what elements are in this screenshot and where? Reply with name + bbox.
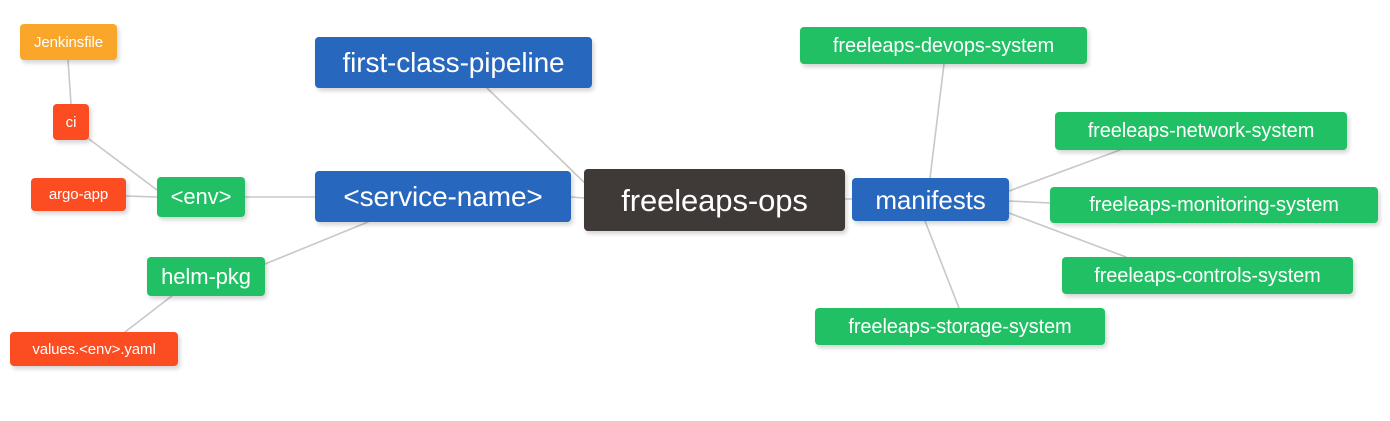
node-label: freeleaps-devops-system — [832, 34, 1055, 57]
node-label: freeleaps-storage-system — [848, 315, 1072, 338]
node-label: first-class-pipeline — [342, 46, 565, 78]
node-controls-system[interactable]: freeleaps-controls-system — [1062, 257, 1353, 294]
node-label: ci — [65, 113, 77, 131]
node-service-name[interactable]: <service-name> — [315, 171, 571, 222]
node-jenkinsfile[interactable]: Jenkinsfile — [20, 24, 117, 60]
node-ci[interactable]: ci — [53, 104, 89, 140]
node-label: helm-pkg — [161, 263, 251, 289]
node-label: freeleaps-network-system — [1087, 120, 1315, 142]
node-label: argo-app — [48, 186, 109, 203]
node-label: values.<env>.yaml — [32, 340, 156, 358]
edge-service-name-to-helm-pkg — [264, 221, 369, 265]
node-first-class-pipeline[interactable]: first-class-pipeline — [315, 37, 592, 88]
edge-jenkinsfile-to-ci — [67, 59, 72, 105]
node-label: <service-name> — [343, 180, 543, 212]
node-freeleaps-ops[interactable]: freeleaps-ops — [584, 169, 845, 231]
edge-manifests-to-network-system — [1008, 149, 1121, 192]
edge-manifests-to-storage-system — [924, 220, 960, 309]
node-monitoring-system[interactable]: freeleaps-monitoring-system — [1050, 187, 1378, 223]
node-manifests[interactable]: manifests — [852, 178, 1009, 221]
node-argo-app[interactable]: argo-app — [31, 178, 126, 211]
node-label: <env> — [170, 184, 232, 209]
node-devops-system[interactable]: freeleaps-devops-system — [800, 27, 1087, 64]
edge-service-name-to-freeleaps-ops — [570, 196, 585, 199]
edge-helm-pkg-to-values-env-yaml — [124, 294, 174, 333]
node-label: freeleaps-ops — [621, 182, 808, 218]
node-values-env-yaml[interactable]: values.<env>.yaml — [10, 332, 178, 366]
node-label: Jenkinsfile — [34, 33, 103, 51]
node-label: freeleaps-monitoring-system — [1089, 194, 1339, 216]
node-network-system[interactable]: freeleaps-network-system — [1055, 112, 1347, 150]
node-storage-system[interactable]: freeleaps-storage-system — [815, 308, 1105, 345]
node-label: manifests — [875, 184, 986, 215]
node-label: freeleaps-controls-system — [1094, 264, 1321, 287]
edge-manifests-to-monitoring-system — [1008, 200, 1051, 204]
edge-argo-app-to-env — [125, 195, 158, 198]
node-helm-pkg[interactable]: helm-pkg — [147, 257, 265, 296]
edge-manifests-to-devops-system — [929, 63, 945, 179]
node-env[interactable]: <env> — [157, 177, 245, 217]
